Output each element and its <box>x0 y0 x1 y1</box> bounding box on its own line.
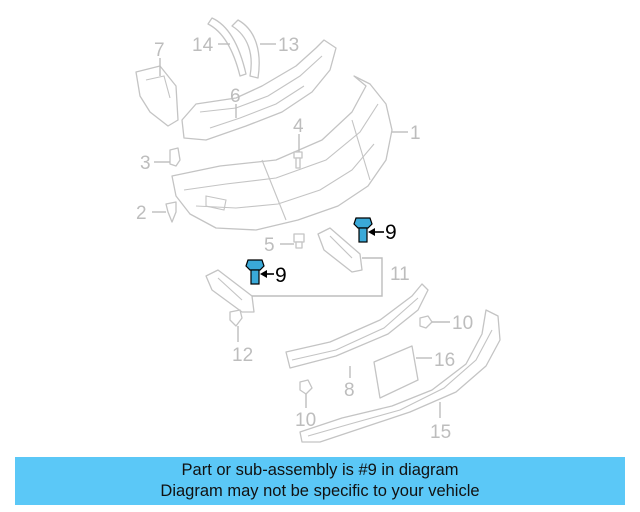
part-11-bracket-left <box>205 269 255 313</box>
callout-1: 1 <box>410 123 421 144</box>
callout-11: 11 <box>390 264 410 285</box>
callout-6: 6 <box>230 86 241 107</box>
callout-13: 13 <box>278 35 299 56</box>
callout-3: 3 <box>140 153 151 174</box>
part-4-bolt <box>293 151 303 169</box>
part-15-valance <box>299 309 501 443</box>
part-9-bolt-upper <box>353 217 384 243</box>
callout-10-right: 10 <box>452 313 473 334</box>
leader-lines <box>152 43 450 418</box>
callout-12: 12 <box>232 345 253 366</box>
part-6-absorber <box>181 39 337 141</box>
part-13-strip <box>231 19 260 79</box>
callout-9-upper: 9 <box>385 221 397 244</box>
part-7-bracket <box>135 65 179 127</box>
callout-5: 5 <box>264 235 275 256</box>
banner-disclaimer-line: Diagram may not be specific to your vehi… <box>160 482 480 500</box>
callout-14: 14 <box>192 35 214 56</box>
part-10-nut-right <box>419 315 433 329</box>
callout-2: 2 <box>136 203 147 224</box>
callout-10-left: 10 <box>295 410 316 431</box>
part-12-bolt <box>229 309 243 327</box>
callout-4: 4 <box>293 116 304 137</box>
callout-7: 7 <box>154 40 165 61</box>
part-1-bumper-cover <box>171 75 393 231</box>
banner-part-line: Part or sub-assembly is #9 in diagram <box>181 461 459 479</box>
part-14-strip <box>207 17 247 77</box>
part-8-absorber-bar <box>285 283 429 369</box>
callout-16: 16 <box>434 350 455 371</box>
part-2-bolt <box>165 201 177 223</box>
part-11-bracket-right <box>317 227 363 273</box>
callout-9-lower: 9 <box>275 264 287 287</box>
callout-15: 15 <box>430 422 451 443</box>
part-5-stud <box>293 233 305 249</box>
callout-8: 8 <box>344 380 355 401</box>
part-9-bolt-lower <box>245 259 274 285</box>
part-10-nut-left <box>299 379 313 395</box>
part-3-clip <box>169 147 181 167</box>
part-info-banner: Part or sub-assembly is #9 in diagram Di… <box>15 457 625 505</box>
part-16-plate-bracket <box>373 345 419 399</box>
